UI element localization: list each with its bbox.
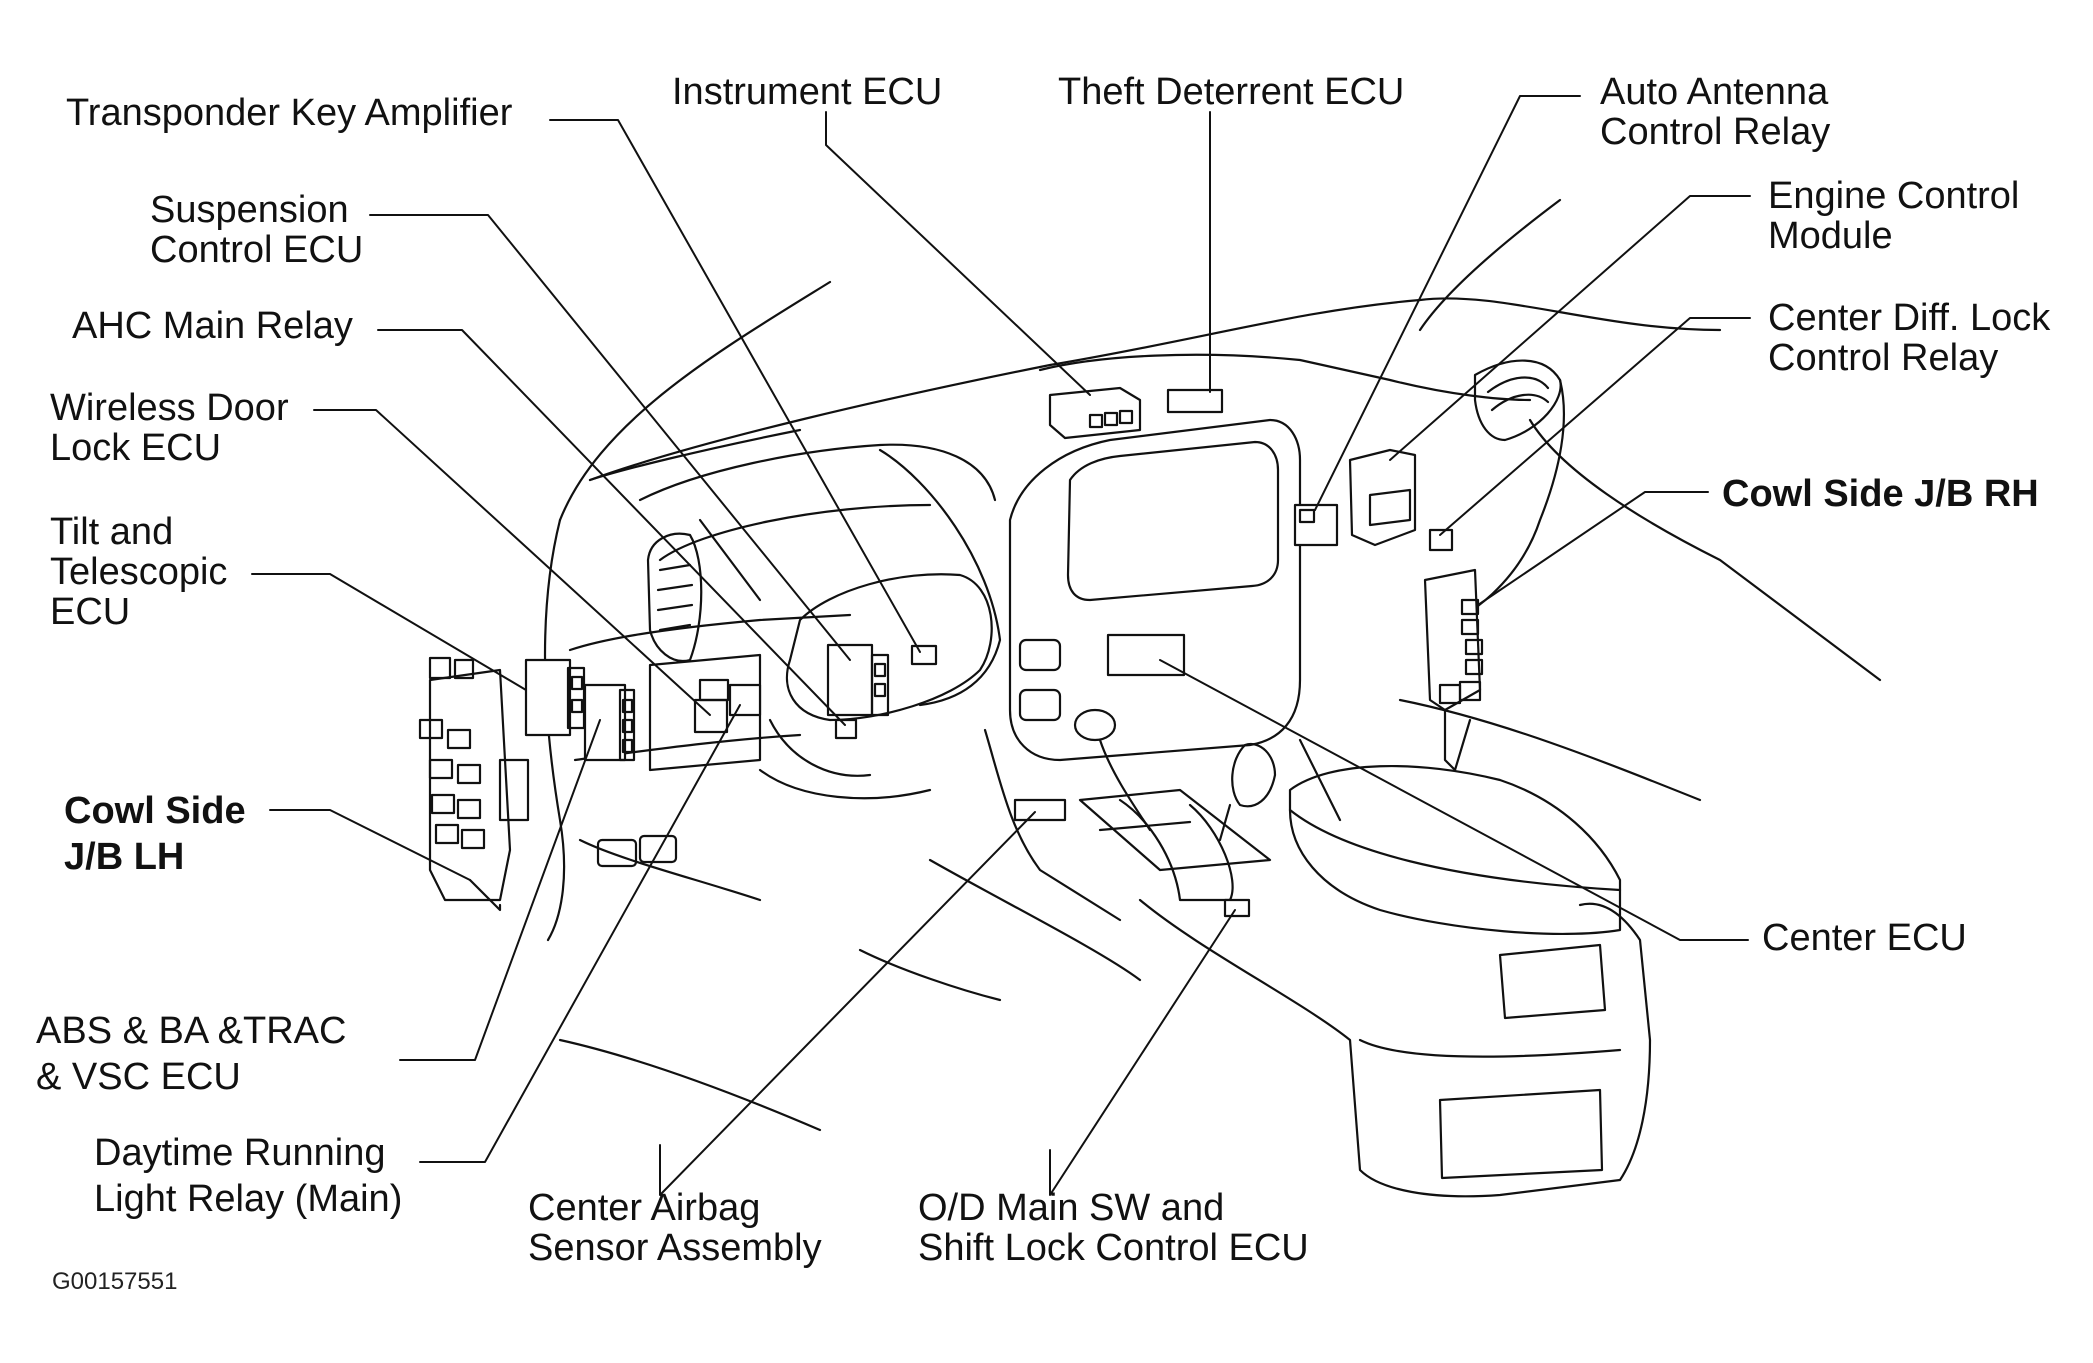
transponder-amplifier-component (910, 644, 938, 666)
label-center-ecu: Center ECU (1762, 917, 1967, 959)
label-wireless-door-lock-ecu: Wireless Door Lock ECU (50, 387, 289, 469)
label-transponder-key-amplifier: Transponder Key Amplifier (66, 92, 513, 134)
center-ecu-component (1106, 633, 1186, 677)
tilt-telescopic-ecu-component (524, 658, 586, 737)
label-od-main-sw-shift-lock-ecu: O/D Main SW and Shift Lock Control ECU (918, 1187, 1309, 1269)
cowl-jb-rh-component (1423, 568, 1484, 772)
suspension-control-ecu-component (826, 643, 890, 717)
figure-id: G00157551 (52, 1268, 178, 1295)
label-theft-deterrent-ecu: Theft Deterrent ECU (1058, 71, 1405, 113)
ahc-main-relay-component (834, 718, 858, 740)
label-abs-ba-trac-vsc-ecu: ABS & BA &TRAC & VSC ECU (36, 1010, 347, 1098)
label-daytime-running-light-relay: Daytime Running Light Relay (Main) (94, 1132, 403, 1220)
label-instrument-ecu: Instrument ECU (672, 71, 943, 113)
leader-lines (251, 95, 1751, 1196)
auto-antenna-relay-component (1293, 503, 1339, 547)
od-main-sw-component (1223, 898, 1251, 918)
wireless-door-lock-ecu-component (693, 678, 730, 734)
instrument-ecu-component (1048, 386, 1142, 440)
label-cowl-side-jb-lh: Cowl Side J/B LH (64, 790, 246, 878)
label-auto-antenna-control-relay: Auto Antenna Control Relay (1600, 71, 1831, 153)
airbag-sensor-component (1013, 798, 1067, 822)
label-engine-control-module: Engine Control Module (1768, 175, 2020, 257)
theft-deterrent-ecu-component (1166, 388, 1224, 414)
abs-ecu-component (583, 683, 636, 762)
cowl-jb-lh-component (418, 656, 530, 912)
center-diff-lock-relay-component (1428, 528, 1454, 552)
label-ahc-main-relay: AHC Main Relay (72, 305, 353, 347)
label-tilt-telescopic-ecu: Tilt and Telescopic ECU (50, 511, 228, 633)
label-cowl-side-jb-rh: Cowl Side J/B RH (1722, 473, 2039, 515)
daytime-running-relay-component (728, 683, 762, 717)
dashboard-outline (543, 198, 1882, 1198)
label-suspension-control-ecu: Suspension Control ECU (150, 189, 364, 271)
engine-control-module-component (1348, 448, 1417, 547)
label-center-airbag-sensor-assembly: Center Airbag Sensor Assembly (528, 1187, 822, 1269)
label-center-diff-lock-control-relay: Center Diff. Lock Control Relay (1768, 297, 2051, 379)
